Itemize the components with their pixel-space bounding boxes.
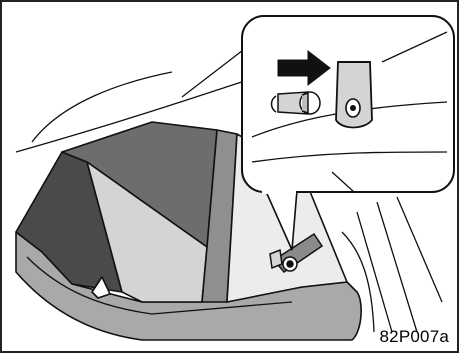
figure-code: 82P007a [380,327,449,347]
callout-detail-box [242,16,454,194]
latch-pin-icon [272,92,321,114]
